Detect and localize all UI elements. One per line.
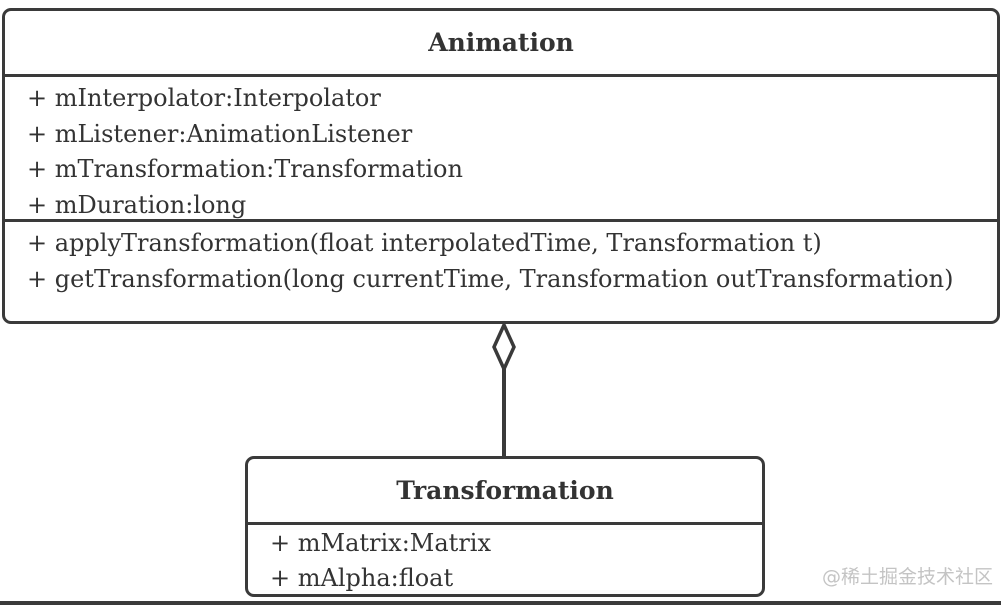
class-animation-methods: + applyTransformation(float interpolated… xyxy=(5,222,997,297)
class-animation[interactable]: Animation + mInterpolator:Interpolator +… xyxy=(2,8,1000,324)
class-transformation-attributes: + mMatrix:Matrix + mAlpha:float xyxy=(248,525,762,594)
method-apply-transformation: + applyTransformation(float interpolated… xyxy=(27,229,822,257)
attribute-alpha: + mAlpha:float xyxy=(270,564,454,592)
aggregation-diamond xyxy=(492,320,516,374)
class-animation-attributes: + mInterpolator:Interpolator + mListener… xyxy=(5,77,997,222)
class-animation-title: Animation xyxy=(5,11,997,77)
watermark: @稀土掘金技术社区 xyxy=(821,566,993,588)
class-transformation-title: Transformation xyxy=(248,459,762,525)
attribute-transformation: + mTransformation:Transformation xyxy=(27,155,463,183)
attribute-listener: + mListener:AnimationListener xyxy=(27,119,413,148)
bottom-rule xyxy=(0,601,1001,605)
class-transformation[interactable]: Transformation + mMatrix:Matrix + mAlpha… xyxy=(245,456,765,597)
method-get-transformation: + getTransformation(long currentTime, Tr… xyxy=(27,264,954,293)
attribute-duration: + mDuration:long xyxy=(27,190,247,219)
attribute-matrix: + mMatrix:Matrix xyxy=(270,529,492,557)
attribute-interpolator: + mInterpolator:Interpolator xyxy=(27,84,381,112)
